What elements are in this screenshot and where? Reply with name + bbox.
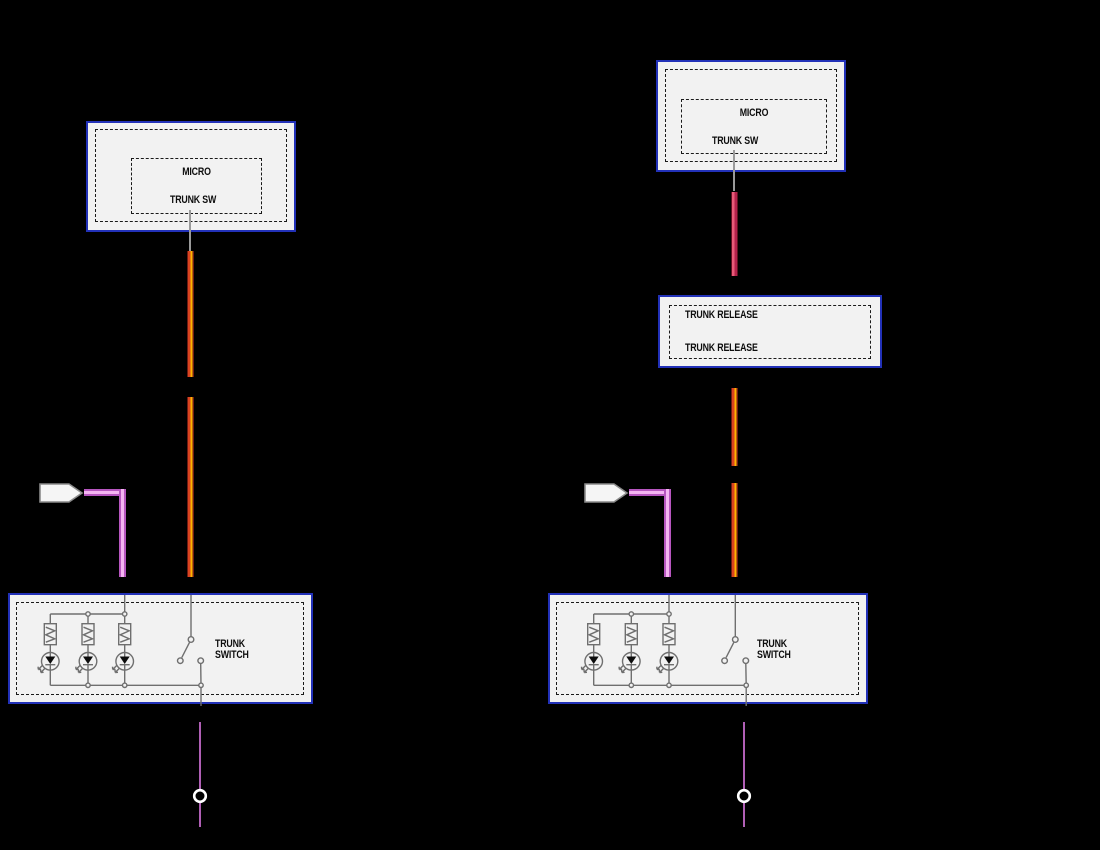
led-icon [656,613,679,686]
off-page-connector-arrow-icon [39,483,84,503]
wire-pink-right-vertical [664,489,671,577]
led-icon [580,613,604,686]
trunk-release-label-top: TRUNK RELEASE [685,309,758,321]
trunk-release-dashed-border [669,305,871,359]
micro-label: MICRO [182,166,211,178]
ecu-left-pin-stub [188,210,191,251]
junction-dots [85,611,204,689]
trunk-switch-label: TRUNK SWITCH [215,638,249,661]
ecu-left-outer-dashed-border [95,129,287,222]
wire-purple-right [743,722,746,827]
trunk-switch-label: TRUNK SWITCH [757,638,791,661]
trunk-switch-box-right: TRUNK SWITCH [548,593,868,706]
ring-terminal-icon [737,788,752,803]
wire-orange-left-lower [187,397,194,577]
ecu-right-outer-dashed-border [665,69,837,162]
trunk-sw-label: TRUNK SW [712,135,759,147]
off-page-connector-arrow-icon [584,483,629,503]
wire-pink-left-horizontal [84,489,126,496]
led-icon [37,613,60,686]
wire-orange-right-lower [731,483,738,577]
trunk-release-box: TRUNK RELEASE TRUNK RELEASE [658,295,882,368]
led-icon [75,613,98,686]
trunk-switch-right-circuit [580,595,750,706]
wire-pink-right-horizontal [629,489,671,496]
wire-orange-left-upper [187,251,194,377]
led-icon [111,613,135,686]
trunk-release-label-bottom: TRUNK RELEASE [685,342,758,354]
trunk-sw-label: TRUNK SW [170,194,217,206]
junction-dots [628,611,750,689]
ring-terminal-icon [192,788,207,803]
ecu-box-right: MICRO TRUNK SW [656,60,846,172]
wire-pink-left-vertical [119,489,126,577]
ecu-right-label-box: MICRO TRUNK SW [681,99,827,154]
trunk-switch-left-circuit [37,595,205,706]
wire-orange-right-upper [731,388,738,466]
micro-label: MICRO [739,107,769,119]
ecu-left-label-box: MICRO TRUNK SW [131,158,262,214]
trunk-switch-right-dashed-border [556,602,859,695]
led-icon [618,613,641,686]
switch-icon [176,636,205,706]
wire-red-right [731,192,738,276]
wire-purple-left [198,722,201,827]
ecu-right-pin-stub [732,150,735,191]
trunk-switch-box-left: TRUNK SWITCH [8,593,313,706]
trunk-switch-left-dashed-border [16,602,304,695]
ecu-box-left: MICRO TRUNK SW [86,121,296,232]
switch-icon [721,636,750,706]
